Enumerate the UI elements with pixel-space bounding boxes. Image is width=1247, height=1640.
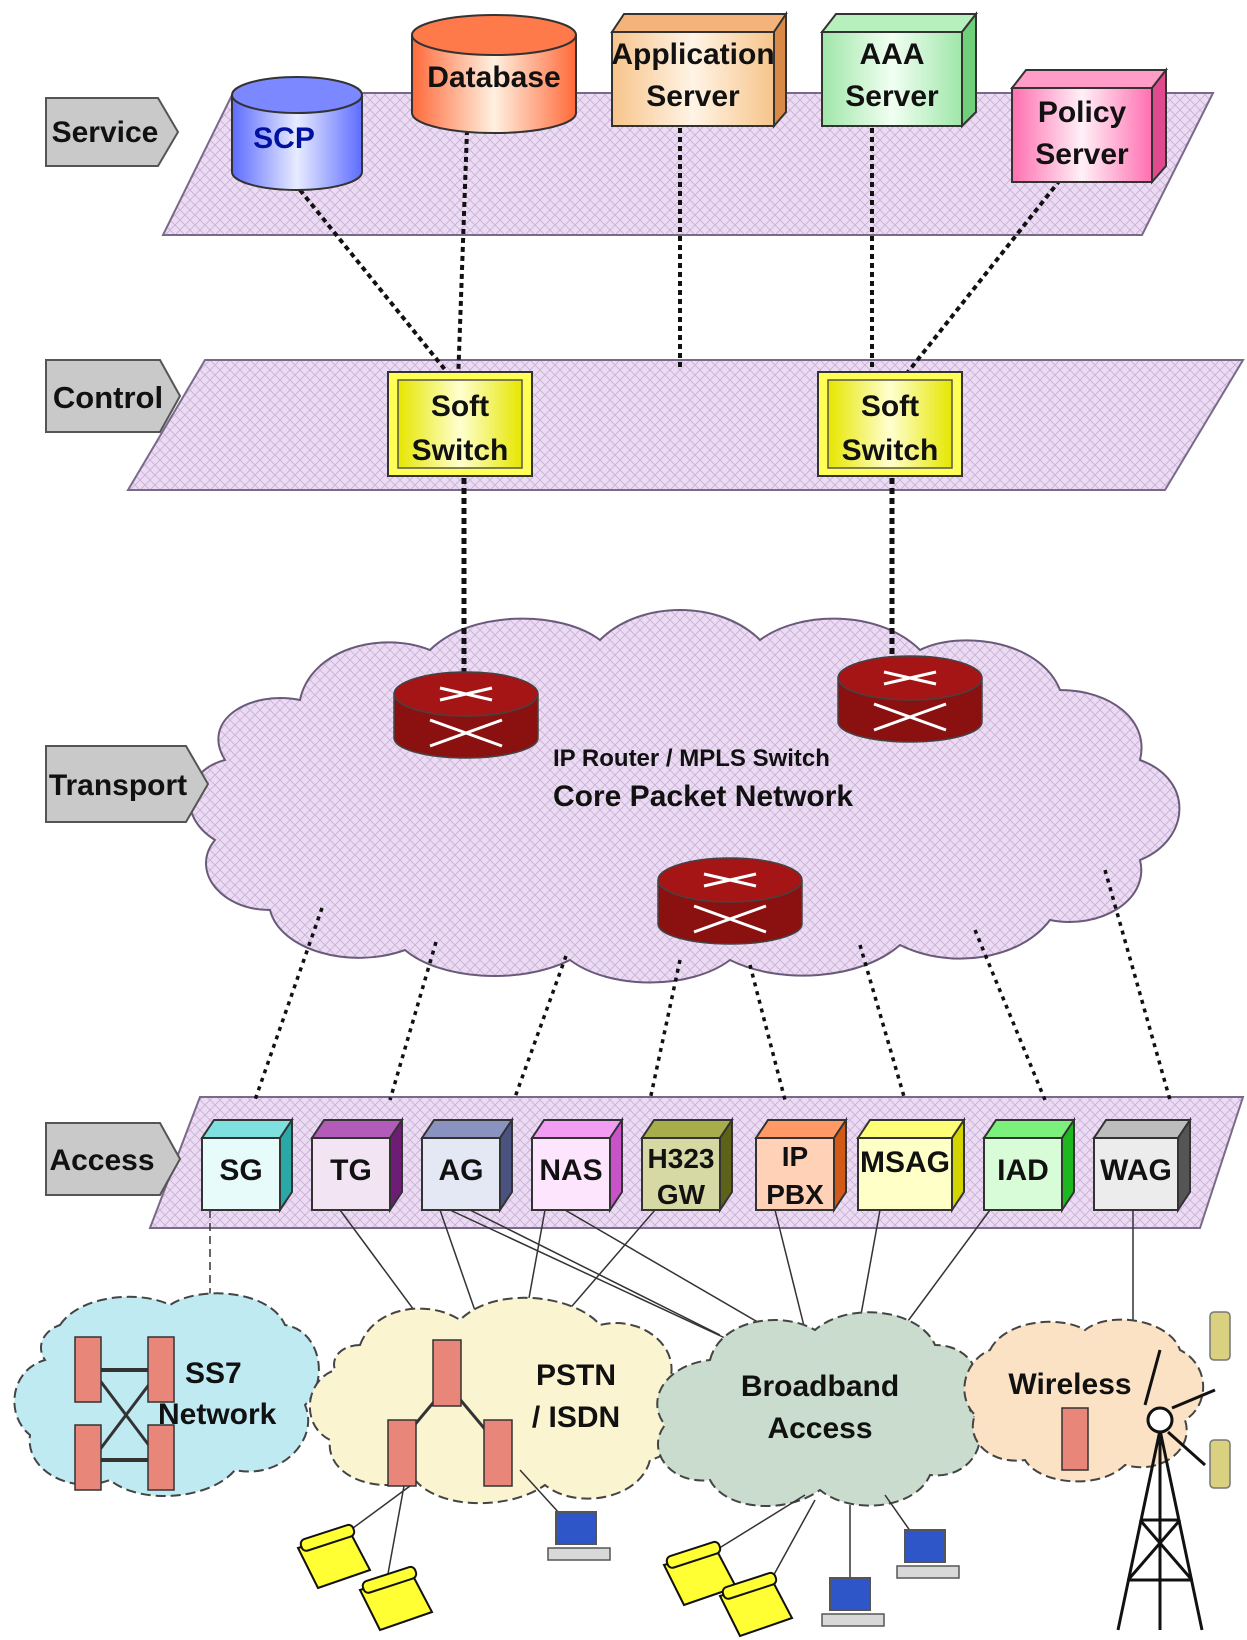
wireless-label: Wireless xyxy=(1008,1368,1131,1401)
access-layer-tag: Access xyxy=(45,1122,182,1196)
computer-icon-1 xyxy=(547,1511,611,1561)
core-network-label: Core Packet Network xyxy=(553,780,853,813)
control-layer-tag: Control xyxy=(45,359,182,433)
broadband-label-2: Access xyxy=(767,1412,872,1445)
application-server-node: Application Server xyxy=(610,10,788,129)
h323-label-2: GW xyxy=(657,1179,706,1210)
scp-label: SCP xyxy=(253,122,315,155)
policy-server-label-1: Policy xyxy=(1038,96,1127,129)
access-node-wag: WAG xyxy=(1092,1116,1192,1214)
wag-label: WAG xyxy=(1100,1154,1172,1187)
computer-icon-2 xyxy=(821,1577,885,1627)
aaa-server-node: AAA Server xyxy=(819,11,979,129)
transport-access-links xyxy=(253,869,1172,1101)
wireless-switch-icon xyxy=(1061,1407,1089,1471)
ag-label: AG xyxy=(439,1154,484,1187)
soft-switch-1-label-2: Switch xyxy=(412,434,509,467)
access-node-tg: TG xyxy=(310,1116,404,1214)
access-node-h323-gw: H323 GW xyxy=(640,1116,734,1214)
service-control-links xyxy=(298,128,1062,384)
h323-label-1: H323 xyxy=(648,1143,715,1174)
router-icon-2 xyxy=(837,655,983,743)
access-node-nas: NAS xyxy=(530,1116,624,1214)
application-server-label-1: Application xyxy=(611,38,774,71)
policy-server-label-2: Server xyxy=(1035,138,1129,171)
control-plane xyxy=(126,359,1245,491)
access-network-links xyxy=(209,1209,1134,1346)
database-node: Database xyxy=(411,14,577,134)
database-label: Database xyxy=(427,61,560,94)
router-icon-3 xyxy=(657,857,803,945)
nas-label: NAS xyxy=(539,1154,602,1187)
router-icon-1 xyxy=(393,671,539,759)
service-layer-tag: Service xyxy=(45,97,180,167)
soft-switch-2-label-1: Soft xyxy=(861,390,919,423)
msag-label: MSAG xyxy=(860,1146,950,1179)
pstn-label-1: PSTN xyxy=(536,1359,616,1392)
broadband-access-cloud xyxy=(656,1311,981,1507)
soft-switch-1: Soft Switch xyxy=(387,371,533,477)
aaa-server-label-2: Server xyxy=(845,80,939,113)
wireless-cloud xyxy=(963,1318,1205,1483)
ss7-label-1: SS7 xyxy=(185,1357,242,1390)
application-server-label-2: Server xyxy=(646,80,740,113)
scp-database-node: SCP xyxy=(231,76,363,191)
telephone-icon-4 xyxy=(718,1571,794,1638)
soft-switch-2-label-2: Switch xyxy=(842,434,939,467)
policy-server-node: Policy Server xyxy=(1009,67,1169,185)
telephone-icon-1 xyxy=(296,1523,372,1590)
aaa-server-label-1: AAA xyxy=(860,38,925,71)
sg-label: SG xyxy=(219,1154,262,1187)
access-node-iad: IAD xyxy=(982,1116,1076,1214)
ss7-switch-icons xyxy=(74,1336,175,1491)
mobile-phone-icon-1 xyxy=(1209,1311,1231,1361)
access-node-ip-pbx: IP PBX xyxy=(754,1116,848,1214)
ippbx-label-1: IP xyxy=(782,1141,808,1172)
ss7-label-2: Network xyxy=(158,1398,277,1431)
soft-switch-2: Soft Switch xyxy=(817,371,963,477)
service-layer-label: Service xyxy=(52,116,159,149)
computer-icon-3 xyxy=(896,1529,960,1579)
mobile-phone-icon-2 xyxy=(1209,1439,1231,1489)
pstn-switch-icons xyxy=(387,1339,513,1487)
pstn-label-2: / ISDN xyxy=(532,1401,620,1434)
access-node-sg: SG xyxy=(200,1116,294,1214)
tg-label: TG xyxy=(330,1154,372,1187)
iad-label: IAD xyxy=(997,1154,1049,1187)
access-node-msag: MSAG xyxy=(856,1116,966,1214)
router-label: IP Router / MPLS Switch xyxy=(553,745,830,772)
transport-layer-tag: Transport xyxy=(45,745,210,823)
transport-layer-label: Transport xyxy=(49,769,187,802)
cell-tower-icon xyxy=(1116,1349,1216,1631)
soft-switch-1-label-1: Soft xyxy=(431,390,489,423)
control-transport-links xyxy=(461,478,895,680)
control-layer-label: Control xyxy=(53,380,163,415)
telephone-icon-2 xyxy=(358,1565,434,1632)
broadband-label-1: Broadband xyxy=(741,1370,899,1403)
access-layer-label: Access xyxy=(49,1144,154,1177)
access-node-ag: AG xyxy=(420,1116,514,1214)
ippbx-label-2: PBX xyxy=(766,1179,824,1210)
